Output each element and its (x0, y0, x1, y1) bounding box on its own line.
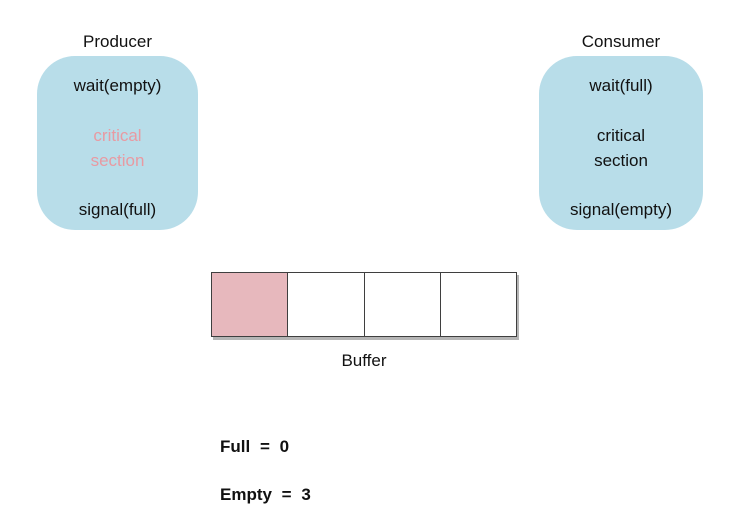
buffer-cell-3 (440, 273, 516, 336)
buffer-cell-1 (288, 273, 365, 336)
semaphore-empty-value: Empty = 3 (220, 485, 311, 504)
consumer-signal-label: signal(empty) (569, 200, 673, 219)
producer-critical-line1: critical (93, 126, 142, 145)
producer-title: Producer (83, 32, 152, 51)
producer-signal-label: signal(full) (78, 200, 157, 219)
buffer-label: Buffer (341, 351, 387, 370)
consumer-critical-section: critical section (594, 123, 648, 173)
buffer-cell-0 (212, 273, 289, 336)
producer-wait-label: wait(empty) (73, 76, 162, 95)
consumer-critical-line1: critical (596, 126, 646, 145)
consumer-critical-line2: section (594, 151, 648, 170)
consumer-title: Consumer (581, 32, 661, 51)
consumer-box: wait(full) critical section signal(empty… (539, 56, 703, 230)
buffer-cells (211, 272, 517, 337)
buffer-cell-2 (364, 273, 441, 336)
producer-critical-section: critical section (91, 123, 145, 173)
semaphore-full-value: Full = 0 (220, 437, 290, 456)
consumer-wait-label: wait(full) (589, 76, 653, 95)
producer-box: wait(empty) critical section signal(full… (37, 56, 198, 230)
producer-critical-line2: section (90, 151, 145, 170)
